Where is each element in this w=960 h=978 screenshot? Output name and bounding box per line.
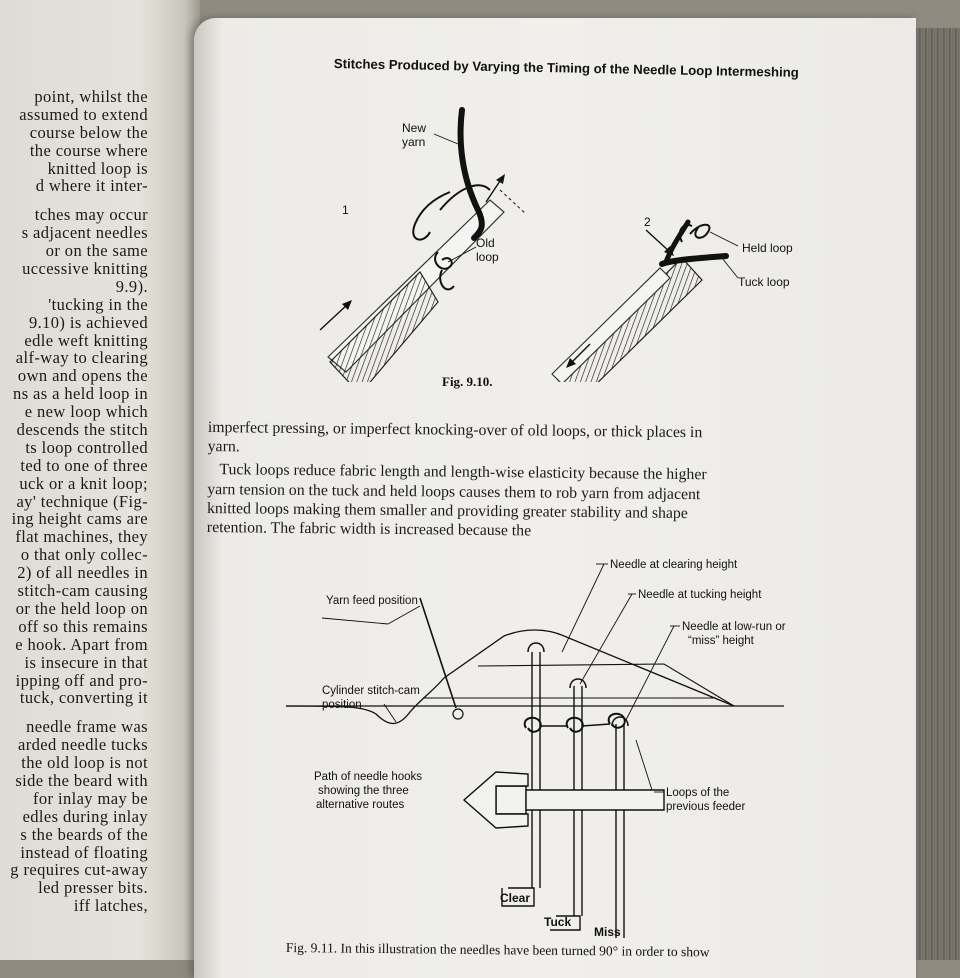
- left-page-line: e new loop which: [24, 402, 148, 422]
- left-page-line: ts loop controlled: [25, 437, 148, 457]
- new-yarn-label-2: yarn: [402, 135, 425, 149]
- held-loop-label: Held loop: [742, 241, 793, 255]
- left-page-line: or the held loop on: [15, 598, 148, 618]
- label-cam-1: Cylinder stitch-cam: [322, 685, 420, 697]
- needle-clear: [501, 642, 545, 907]
- left-page-line: edle weft knitting: [24, 330, 148, 350]
- left-page-line: point, whilst the: [34, 87, 148, 106]
- left-page-line: ing height cams are: [11, 509, 148, 529]
- left-page-line: edles during inlay: [22, 806, 148, 826]
- left-page-line: 'tucking in the: [48, 294, 148, 314]
- left-page-line: 9.10) is achieved: [28, 312, 148, 332]
- figure-9-10-caption: Fig. 9.10.: [442, 374, 493, 389]
- label-needle-tucking: Needle at tucking height: [638, 589, 762, 601]
- left-page-line: assumed to extend: [19, 104, 148, 124]
- left-page-line: 9.9).: [115, 276, 148, 296]
- running-head: Stitches Produced by Varying the Timing …: [333, 56, 799, 80]
- panel-2-number: 2: [644, 215, 651, 229]
- left-page-line: arded needle tucks: [18, 735, 148, 755]
- left-page-line: course below the: [29, 122, 148, 142]
- needle-miss: [611, 716, 629, 938]
- left-page-line: ipping off and pro-: [15, 670, 148, 690]
- body-text: imperfect pressing, or imperfect knockin…: [207, 418, 728, 543]
- left-page-line: needle frame was: [26, 717, 148, 737]
- left-page-line: ted to one of three: [20, 455, 148, 475]
- label-tuck: Tuck: [544, 915, 571, 929]
- left-page-line: the old loop is not: [21, 753, 148, 773]
- left-page-line: tches may occur: [34, 205, 148, 225]
- label-path-2: showing the three: [318, 785, 409, 797]
- right-page: Stitches Produced by Varying the Timing …: [194, 18, 916, 978]
- label-clear: Clear: [500, 891, 530, 905]
- left-page-line: flat machines, they: [15, 527, 148, 547]
- label-needle-miss-2: “miss” height: [688, 635, 755, 647]
- left-page-line: ay' technique (Fig-: [16, 491, 148, 511]
- label-needle-clearing: Needle at clearing height: [610, 559, 738, 571]
- left-page-line: uccessive knitting: [22, 259, 148, 279]
- left-page-line: s adjacent needles: [21, 223, 148, 243]
- left-page-line: off so this remains: [18, 616, 148, 636]
- left-page-line: e hook. Apart from: [15, 634, 148, 654]
- left-page-line: ns as a held loop in: [13, 384, 148, 404]
- paragraph-1: imperfect pressing, or imperfect knockin…: [207, 418, 703, 456]
- left-page-line: or on the same: [45, 241, 148, 261]
- left-page-line: is insecure in that: [24, 652, 148, 672]
- left-page-line: o that only collec-: [20, 545, 148, 565]
- label-miss: Miss: [594, 925, 621, 938]
- direction-arrow: [462, 771, 665, 829]
- tuck-loop-label: Tuck loop: [738, 275, 790, 289]
- left-page-line: 2) of all needles in: [17, 563, 148, 583]
- figure-9-11: Needle at clearing height Needle at tuck…: [285, 559, 786, 938]
- left-page-line: led presser bits.: [38, 878, 148, 898]
- fig-9-10-panel-1: New yarn Old loop 1: [319, 107, 527, 382]
- figure-9-11-caption: Fig. 9.11. In this illustration the need…: [285, 940, 710, 960]
- label-path-3: alternative routes: [316, 799, 404, 811]
- left-page-line: tuck, converting it: [19, 688, 148, 708]
- left-page-line: uck or a knit loop;: [19, 473, 148, 493]
- left-page-line: g requires cut-away: [10, 860, 148, 880]
- figure-9-10: New yarn Old loop 1 Held loop Tuck loop …: [319, 107, 793, 382]
- left-page-line: stitch-cam causing: [17, 581, 148, 601]
- new-yarn-label-1: New: [402, 121, 426, 135]
- fig-9-10-panel-2: Held loop Tuck loop 2: [551, 215, 793, 382]
- label-yarn-feed: Yarn feed position: [326, 595, 418, 607]
- old-loop-label-2: loop: [476, 250, 499, 264]
- left-page-line: descends the stitch: [16, 420, 148, 440]
- previous-loops: [523, 712, 626, 733]
- old-loop-label-1: Old: [476, 236, 495, 250]
- left-page-line: the course where: [29, 140, 148, 160]
- left-page-line: for inlay may be: [33, 788, 148, 808]
- label-needle-miss-1: Needle at low-run or: [682, 621, 786, 633]
- left-page-line: instead of floating: [20, 842, 148, 862]
- panel-1-number: 1: [342, 203, 349, 217]
- left-page-line: alf-way to clearing: [15, 348, 148, 368]
- left-page-line: knitted loop is: [47, 158, 148, 178]
- book-page-edges: [916, 28, 960, 960]
- left-page-line: iff latches,: [73, 896, 148, 916]
- label-cam-2: position: [322, 699, 362, 711]
- left-page-line: d where it inter-: [35, 176, 148, 196]
- label-loops-1: Loops of the: [666, 787, 729, 799]
- label-loops-2: previous feeder: [666, 801, 745, 813]
- label-path-1: Path of needle hooks: [314, 771, 422, 783]
- left-page-line: s the beards of the: [20, 824, 148, 844]
- left-page-line: own and opens the: [17, 366, 148, 386]
- left-page-line: side the beard with: [15, 770, 148, 790]
